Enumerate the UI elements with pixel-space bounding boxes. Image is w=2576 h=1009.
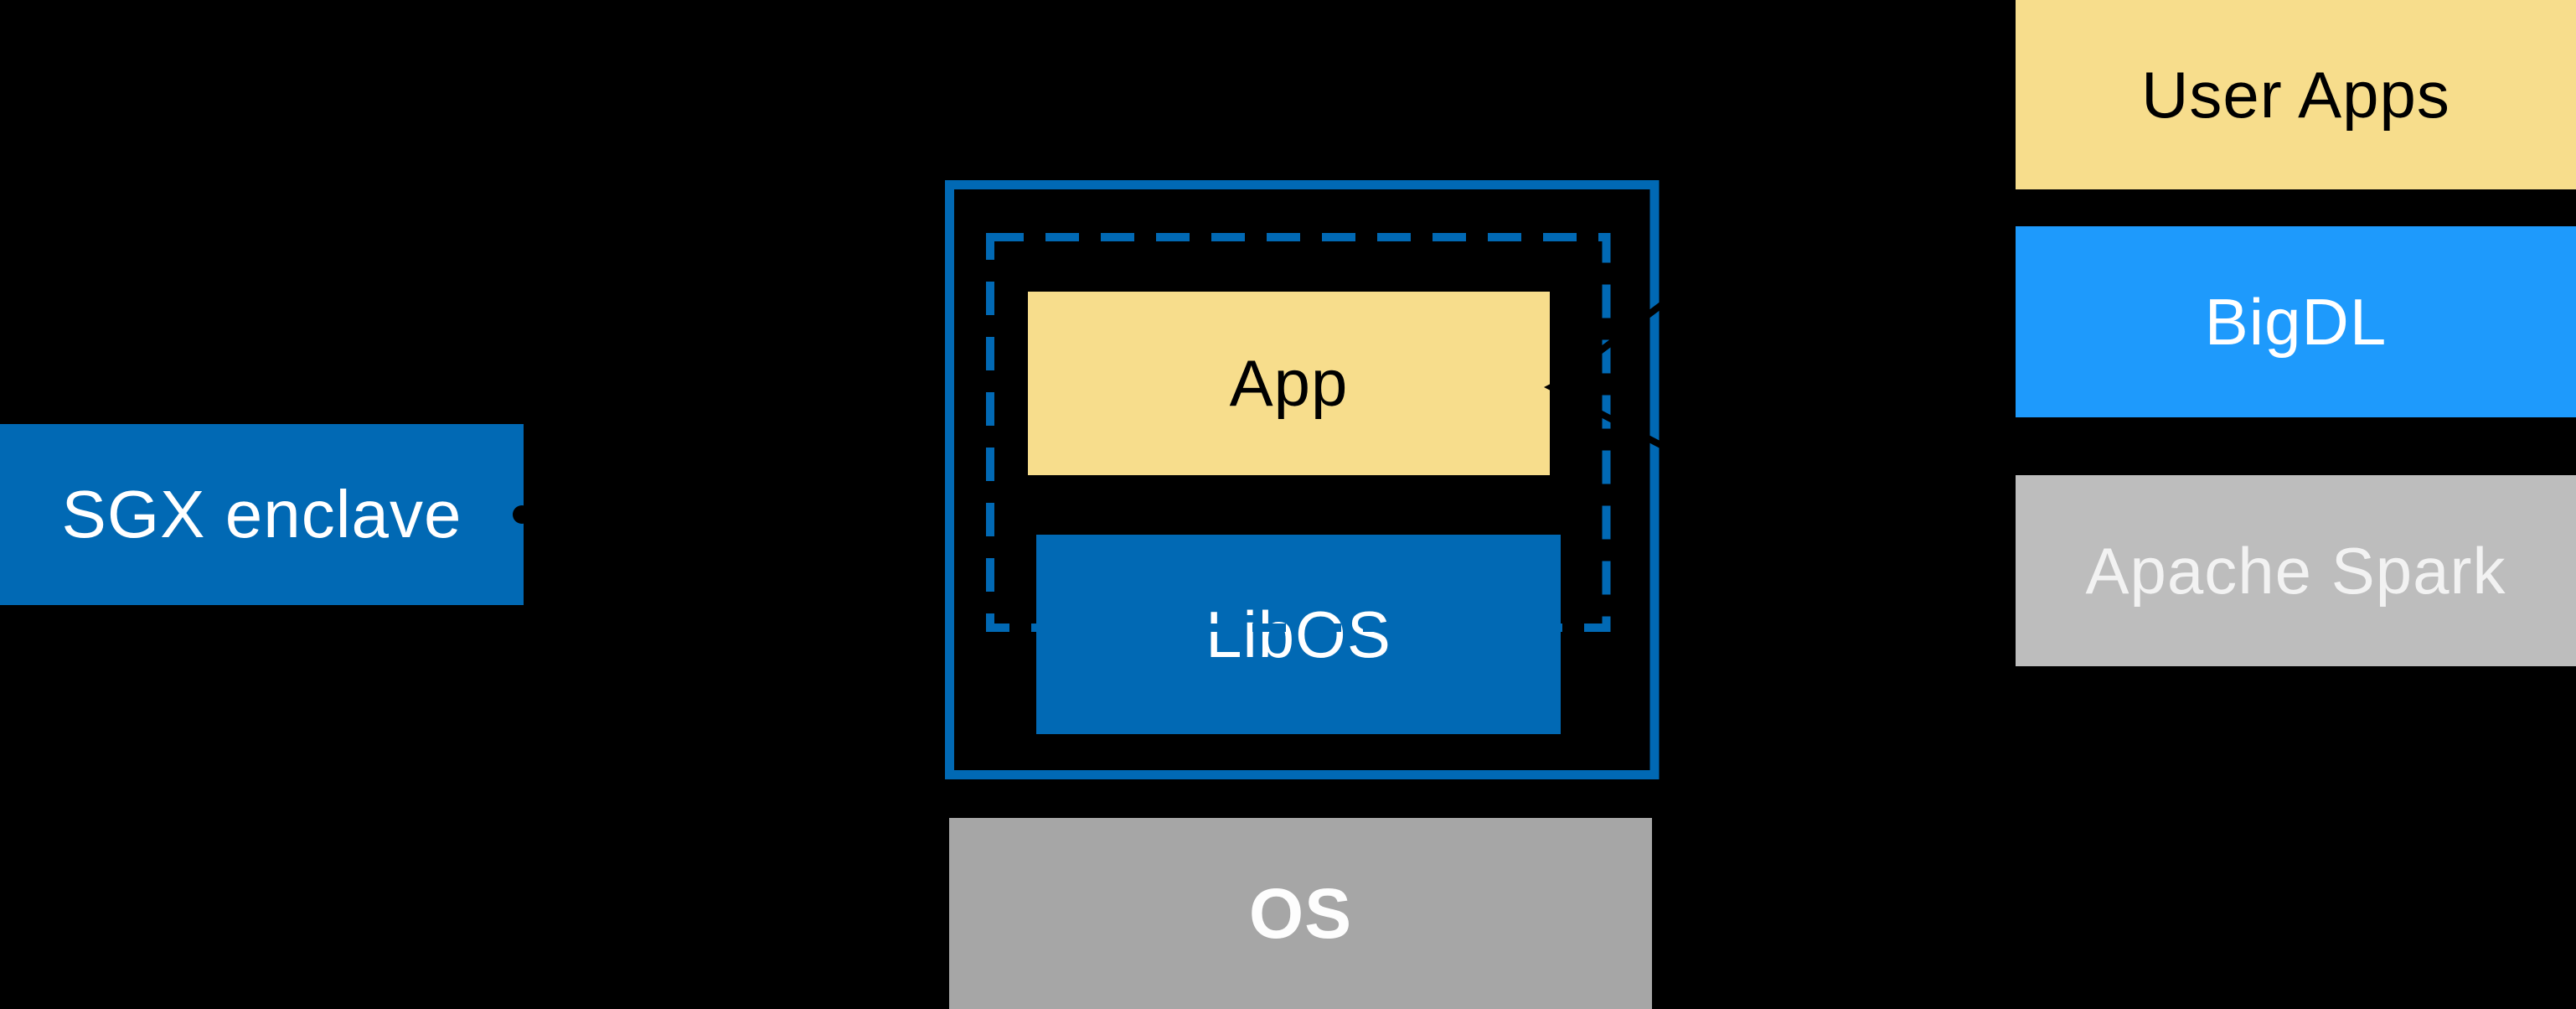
apache-spark-label: Apache Spark [2085, 533, 2506, 608]
user-apps-box: User Apps [2016, 0, 2576, 189]
libos-box: LibOS [1036, 535, 1561, 734]
libos-label: LibOS [1205, 597, 1391, 671]
app-box: App [1028, 292, 1550, 475]
bigdl-label: BigDL [2204, 284, 2388, 359]
sgx-connector-arrowhead-icon [911, 499, 938, 530]
os-label: OS [1248, 873, 1353, 953]
os-box: OS [949, 818, 1652, 1009]
user-apps-label: User Apps [2141, 57, 2450, 132]
sgx-enclave-label-box: SGX enclave [0, 424, 524, 605]
bigdl-box: BigDL [2016, 226, 2576, 417]
stack-to-app-upper-line [1554, 40, 2011, 387]
stack-to-app-lower-line [1555, 387, 2011, 630]
apache-spark-box: Apache Spark [2016, 475, 2576, 666]
app-label: App [1229, 346, 1349, 420]
sgx-enclave-label: SGX enclave [61, 477, 462, 551]
